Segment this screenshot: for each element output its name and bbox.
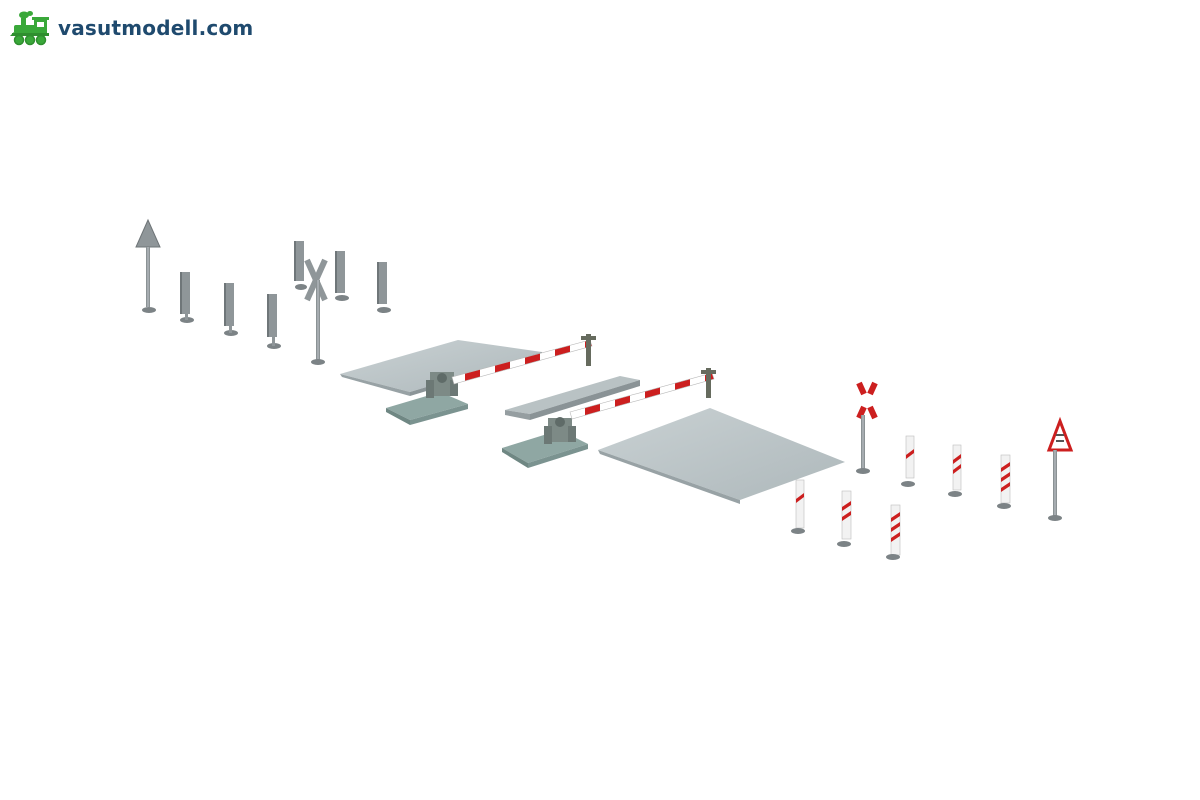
road-slab-right [598,408,845,504]
beacon-post-grey-2 [224,283,238,336]
beacon-post-grey-3 [267,294,281,349]
beacon-post-grey-4 [294,241,307,290]
brand-name: vasutmodell.com [58,16,254,40]
barrier-left [386,334,596,425]
warning-triangle-sign-left [135,218,161,313]
beacon-post-grey-6 [377,262,391,313]
beacon-post-grey-5 [335,251,349,301]
brand-header[interactable]: vasutmodell.com [10,10,253,46]
st-andrews-cross-red [856,381,878,474]
beacon-post-grey-1 [180,272,194,323]
st-andrews-cross-grey [304,258,328,365]
barrier-right [502,368,716,468]
locomotive-icon [10,11,49,46]
warning-triangle-sign-right [1046,416,1074,521]
beacon-post-red-2 [948,444,962,497]
beacon-post-red-4 [791,479,805,534]
road-slab-center [505,376,640,420]
beacon-post-red-1 [901,435,915,487]
beacon-post-red-3 [997,454,1011,509]
beacon-post-red-5 [837,490,852,547]
beacon-post-red-6 [886,504,901,560]
